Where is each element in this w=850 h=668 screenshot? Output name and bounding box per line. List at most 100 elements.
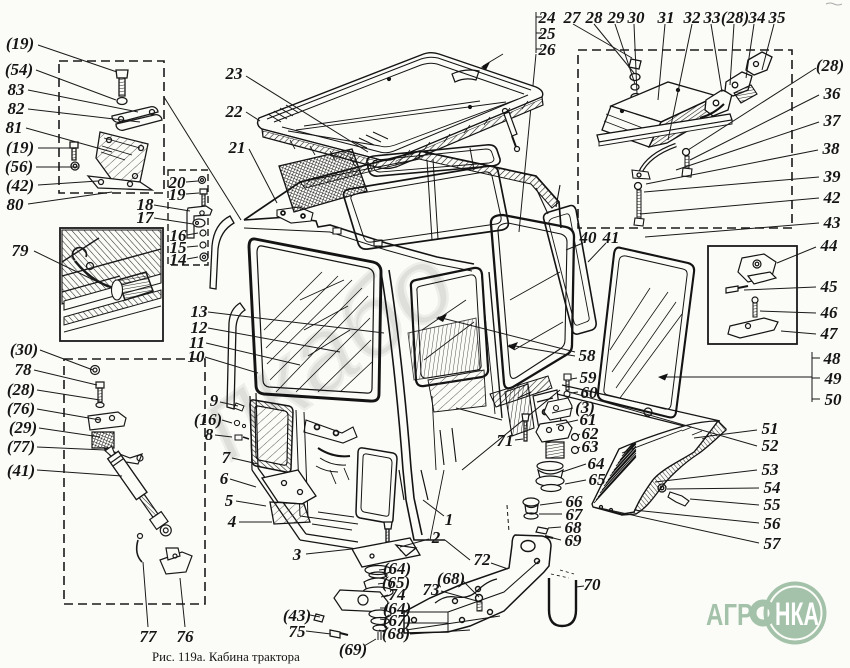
svg-text:47: 47: [820, 324, 840, 343]
svg-text:44: 44: [820, 236, 838, 255]
svg-text:(30): (30): [10, 340, 38, 359]
svg-text:(67): (67): [383, 611, 411, 630]
svg-text:39: 39: [823, 167, 842, 186]
svg-text:2: 2: [431, 528, 441, 547]
svg-text:19: 19: [169, 185, 187, 204]
svg-text:(19): (19): [6, 34, 34, 53]
svg-text:(64): (64): [383, 599, 411, 618]
svg-text:71: 71: [497, 431, 514, 450]
svg-text:49: 49: [824, 369, 843, 388]
svg-text:(54): (54): [5, 60, 33, 79]
svg-text:75: 75: [289, 622, 307, 641]
svg-text:28: 28: [585, 8, 604, 27]
svg-text:83: 83: [8, 80, 26, 99]
svg-text:70: 70: [584, 575, 602, 594]
svg-text:66: 66: [566, 492, 584, 511]
svg-text:52: 52: [762, 436, 780, 455]
svg-text:АГР: АГР: [706, 597, 753, 632]
svg-text:(65): (65): [382, 573, 410, 592]
svg-text:82: 82: [8, 99, 26, 118]
svg-text:37: 37: [823, 111, 843, 130]
svg-text:38: 38: [822, 139, 841, 158]
svg-text:55: 55: [764, 495, 782, 514]
svg-text:78: 78: [15, 360, 33, 379]
svg-text:(69): (69): [339, 640, 367, 659]
svg-text:НКА: НКА: [775, 596, 819, 632]
svg-text:(56): (56): [5, 157, 33, 176]
svg-text:46: 46: [820, 303, 839, 322]
svg-text:20: 20: [168, 173, 187, 192]
svg-text:80: 80: [7, 195, 25, 214]
svg-text:30: 30: [627, 8, 646, 27]
svg-text:81: 81: [6, 118, 23, 137]
svg-text:63: 63: [582, 437, 600, 456]
svg-text:64: 64: [588, 454, 605, 473]
svg-text:25: 25: [538, 24, 557, 43]
svg-text:5: 5: [225, 491, 234, 510]
svg-text:(76): (76): [7, 399, 35, 418]
svg-text:(28): (28): [7, 380, 35, 399]
svg-text:36: 36: [823, 84, 842, 103]
svg-text:(28): (28): [816, 56, 844, 75]
svg-text:61: 61: [580, 410, 597, 429]
svg-text:41: 41: [602, 228, 620, 247]
svg-text:16: 16: [170, 226, 188, 245]
svg-text:73: 73: [423, 580, 441, 599]
svg-text:(3): (3): [575, 398, 595, 417]
svg-text:(64): (64): [383, 559, 411, 578]
svg-text:31: 31: [657, 8, 675, 27]
svg-text:26: 26: [538, 40, 557, 59]
svg-text:79: 79: [12, 241, 30, 260]
svg-text:59: 59: [580, 368, 598, 387]
svg-text:51: 51: [762, 419, 779, 438]
svg-text:72: 72: [474, 550, 492, 569]
svg-text:34: 34: [748, 8, 766, 27]
svg-text:27: 27: [563, 8, 583, 27]
svg-text:33: 33: [703, 8, 722, 27]
svg-text:40: 40: [579, 228, 598, 247]
svg-text:62: 62: [582, 424, 600, 443]
svg-text:(28): (28): [721, 8, 749, 27]
svg-text:58: 58: [579, 346, 597, 365]
svg-text:(16): (16): [194, 410, 222, 429]
svg-text:54: 54: [764, 478, 781, 497]
svg-text:15: 15: [170, 238, 188, 257]
svg-text:77: 77: [140, 627, 159, 646]
svg-text:(68): (68): [382, 624, 410, 643]
svg-text:43: 43: [823, 213, 842, 232]
svg-text:13: 13: [191, 302, 209, 321]
svg-text:4: 4: [227, 512, 237, 531]
svg-text:60: 60: [581, 383, 599, 402]
svg-text:(43): (43): [283, 606, 311, 625]
svg-text:12: 12: [191, 318, 209, 337]
svg-text:11: 11: [189, 333, 205, 352]
svg-text:(41): (41): [7, 461, 35, 480]
svg-text:(29): (29): [9, 418, 37, 437]
svg-text:22: 22: [225, 102, 244, 121]
svg-text:50: 50: [825, 390, 843, 409]
svg-text:69: 69: [565, 531, 583, 550]
svg-text:1: 1: [445, 510, 454, 529]
svg-text:32: 32: [683, 8, 702, 27]
svg-text:67: 67: [566, 505, 585, 524]
svg-text:74: 74: [389, 585, 406, 604]
svg-text:Рис. 119а. Кабина трактора: Рис. 119а. Кабина трактора: [152, 650, 300, 664]
svg-text:57: 57: [764, 534, 783, 553]
svg-text:45: 45: [820, 277, 839, 296]
svg-text:18: 18: [137, 195, 155, 214]
svg-text:17: 17: [137, 208, 156, 227]
svg-text:65: 65: [589, 470, 607, 489]
svg-text:10: 10: [188, 347, 206, 366]
svg-text:42: 42: [823, 188, 842, 207]
svg-text:68: 68: [565, 518, 583, 537]
svg-text:21: 21: [228, 138, 246, 157]
svg-text:29: 29: [607, 8, 626, 27]
svg-text:(68): (68): [437, 569, 465, 588]
svg-text:8: 8: [205, 425, 214, 444]
svg-text:23: 23: [225, 64, 244, 83]
svg-text:24: 24: [538, 8, 556, 27]
svg-text:9: 9: [210, 391, 219, 410]
svg-text:14: 14: [170, 250, 187, 269]
svg-text:(42): (42): [6, 176, 34, 195]
svg-text:(19): (19): [6, 138, 34, 157]
